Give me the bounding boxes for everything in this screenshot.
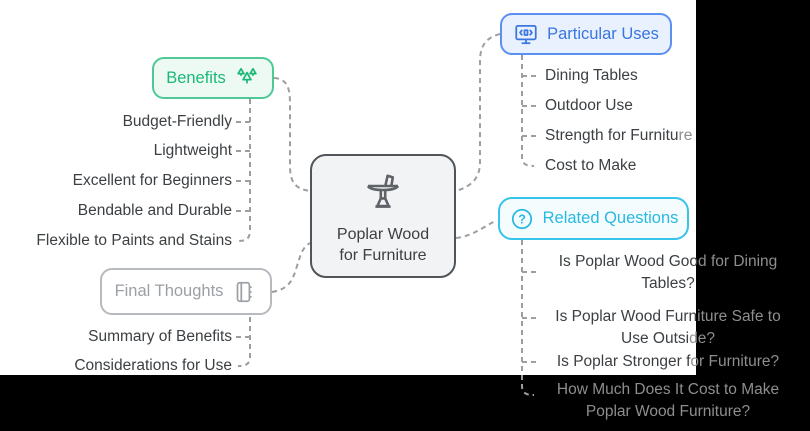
branch-node-related-questions[interactable]: ? Related Questions xyxy=(498,197,689,240)
related-questions-item[interactable]: How Much Does It Cost to Make Poplar Woo… xyxy=(556,381,780,420)
related-questions-label: Related Questions xyxy=(542,209,679,227)
final-thoughts-item[interactable]: Considerations for Use xyxy=(74,357,232,374)
benefits-item[interactable]: Lightweight xyxy=(153,142,232,159)
pine-trees-icon xyxy=(234,65,260,91)
branch-node-benefits[interactable]: Benefits xyxy=(152,57,274,99)
table-icon xyxy=(359,166,407,220)
notebook-icon xyxy=(231,279,257,305)
related-questions-item[interactable]: Is Poplar Wood Good for Dining Tables? xyxy=(558,253,778,292)
monitor-code-icon xyxy=(513,21,539,47)
particular-uses-item[interactable]: Dining Tables xyxy=(545,67,638,84)
benefits-item[interactable]: Bendable and Durable xyxy=(77,202,232,219)
related-questions-item[interactable]: Is Poplar Stronger for Furniture? xyxy=(556,353,780,370)
center-node-title-line2: for Furniture xyxy=(339,247,427,264)
black-overlay-bottom xyxy=(0,375,810,431)
benefits-item[interactable]: Budget-Friendly xyxy=(122,113,232,130)
benefits-item[interactable]: Flexible to Paints and Stains xyxy=(36,232,232,249)
particular-uses-item[interactable]: Strength for Furniture xyxy=(545,127,693,144)
final-thoughts-label: Final Thoughts xyxy=(114,282,224,300)
center-node-poplar-wood[interactable]: Poplar Wood for Furniture xyxy=(310,154,456,278)
black-overlay-right xyxy=(696,0,810,431)
question-circle-icon: ? xyxy=(509,206,535,232)
particular-uses-item[interactable]: Outdoor Use xyxy=(545,97,633,114)
svg-text:?: ? xyxy=(518,212,526,226)
related-questions-item[interactable]: Is Poplar Wood Furniture Safe to Use Out… xyxy=(555,308,781,347)
particular-uses-label: Particular Uses xyxy=(547,24,659,43)
final-thoughts-item[interactable]: Summary of Benefits xyxy=(88,328,232,345)
particular-uses-item[interactable]: Cost to Make xyxy=(545,157,637,174)
branch-node-final-thoughts[interactable]: Final Thoughts xyxy=(100,268,272,315)
center-node-title-line1: Poplar Wood xyxy=(336,226,430,243)
branch-node-particular-uses[interactable]: Particular Uses xyxy=(500,13,672,55)
benefits-label: Benefits xyxy=(166,68,226,87)
benefits-item[interactable]: Excellent for Beginners xyxy=(72,172,232,189)
